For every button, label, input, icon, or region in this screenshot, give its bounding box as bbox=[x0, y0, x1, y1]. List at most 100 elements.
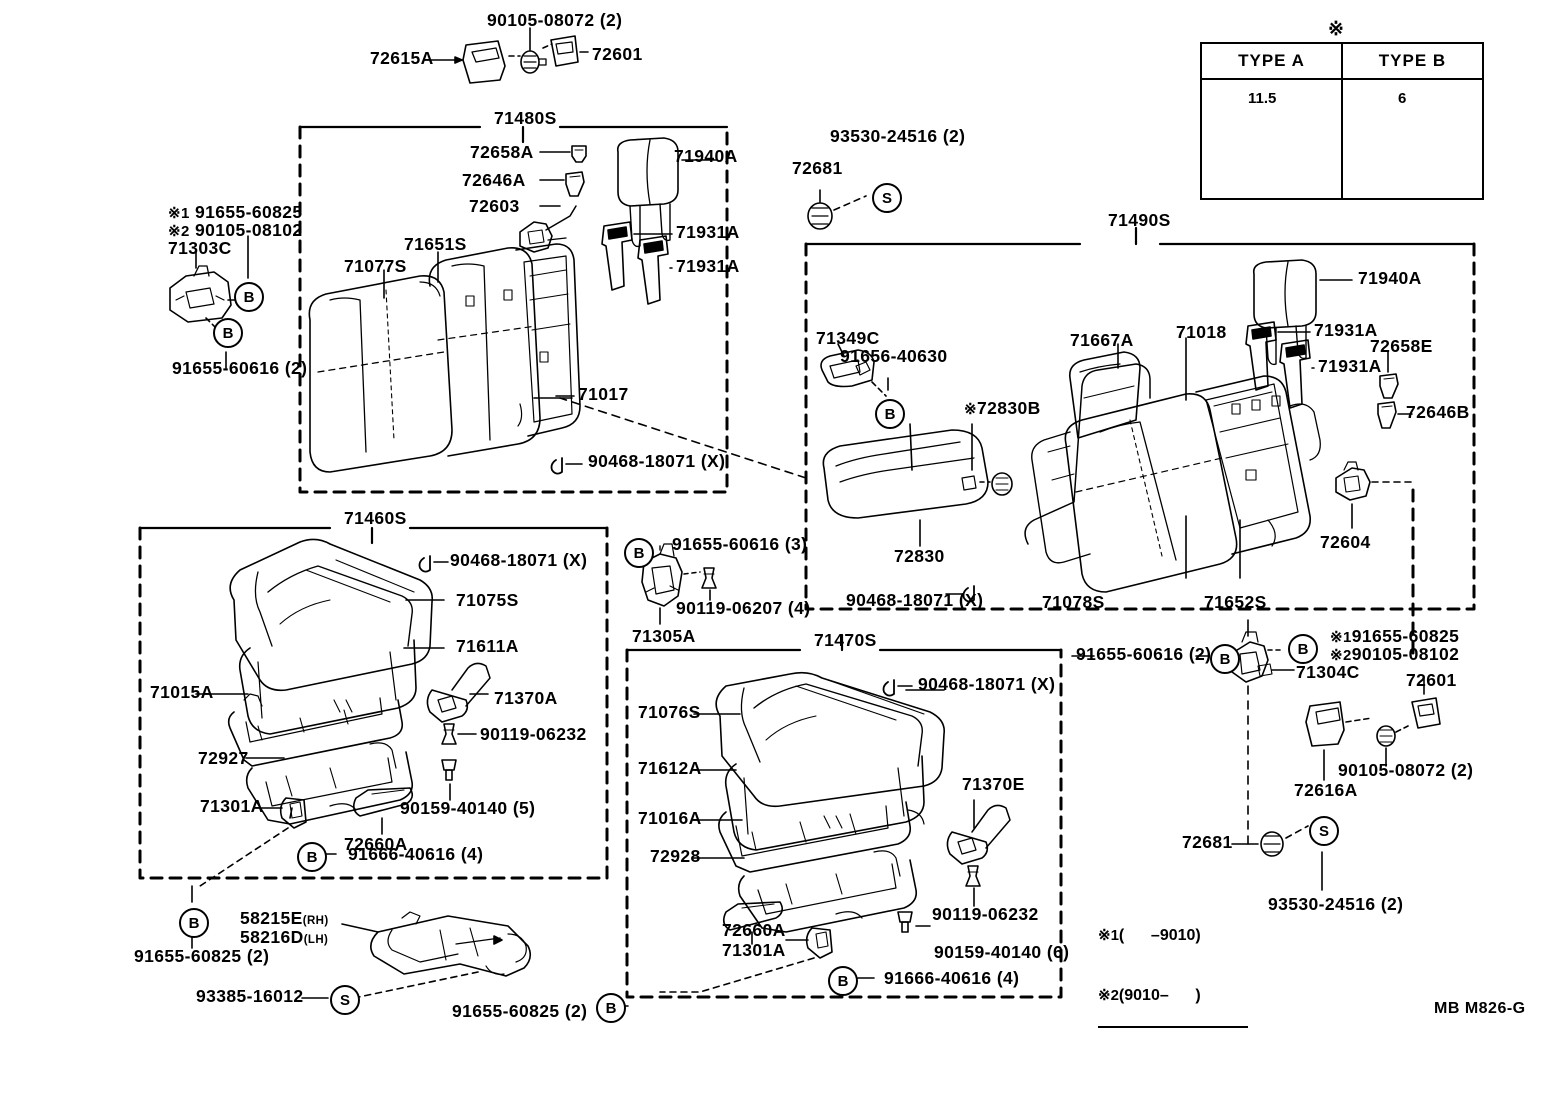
label-93530-24516-top: 93530-24516 (2) bbox=[830, 126, 966, 146]
label-90105-08102-x2b: ※290105-08102 bbox=[1330, 644, 1460, 664]
label-58215E: 58215E(RH) bbox=[240, 909, 329, 928]
part-90119-06207 bbox=[701, 567, 717, 589]
label-71301A-b: 71301A bbox=[722, 940, 786, 960]
part-72646B bbox=[1377, 401, 1397, 429]
type-b-cell bbox=[1343, 80, 1482, 198]
footnote-text: (9010– ) bbox=[1118, 987, 1201, 1004]
label-text: 72830B bbox=[976, 398, 1041, 418]
label-72830: 72830 bbox=[894, 546, 945, 566]
label-71077S: 71077S bbox=[344, 256, 407, 276]
label-72601-low: 72601 bbox=[1406, 670, 1457, 690]
part-71301A-left bbox=[279, 797, 307, 829]
label-72928: 72928 bbox=[650, 846, 701, 866]
label-90119-06207-4: 90119-06207 (4) bbox=[676, 598, 811, 618]
label-72830B: ※72830B bbox=[964, 398, 1041, 418]
label-93385-16012: 93385-16012 bbox=[196, 986, 304, 1006]
mark-asterisk: ※ bbox=[964, 401, 977, 418]
ref-circle-B: B bbox=[179, 908, 209, 938]
ref-circle-S: S bbox=[872, 183, 902, 213]
ref-circle-B: B bbox=[213, 318, 243, 348]
part-90159-40140-left bbox=[441, 759, 457, 781]
group-label-71480S: 71480S bbox=[494, 108, 557, 128]
part-72646A bbox=[565, 171, 585, 197]
label-72604: 72604 bbox=[1320, 532, 1371, 552]
label-72681-top: 72681 bbox=[792, 158, 843, 178]
drawing-code: MB M826-G bbox=[1434, 1000, 1526, 1017]
ref-circle-B: B bbox=[875, 399, 905, 429]
group-label-71470S: 71470S bbox=[814, 630, 877, 650]
type-a-dimension: 11.5 bbox=[1248, 90, 1277, 107]
ref-circle-B: B bbox=[1210, 644, 1240, 674]
part-71304C bbox=[1231, 631, 1273, 683]
part-90468-18071-left bbox=[550, 457, 563, 475]
label-text: 91655-60825 bbox=[194, 202, 303, 222]
label-72658E: 72658E bbox=[1370, 336, 1433, 356]
label-90105-08102-x2: ※2 90105-08102 bbox=[168, 221, 303, 240]
type-table-header: TYPE A TYPE B bbox=[1202, 44, 1482, 80]
label-58216D: 58216D(LH) bbox=[240, 928, 329, 947]
mark-asterisk-2: ※2 bbox=[1330, 647, 1352, 664]
part-72681-top bbox=[807, 202, 833, 230]
part-71931A-right-1 bbox=[1245, 321, 1277, 391]
mark-asterisk-2: ※2 bbox=[168, 223, 190, 240]
label-72927: 72927 bbox=[198, 748, 249, 768]
label-90468-18071-b: 90468-18071 (X) bbox=[846, 590, 984, 610]
label-91655-60616-2a: 91655-60616 (2) bbox=[172, 358, 308, 378]
label-90468-18071-d: 90468-18071 (X) bbox=[918, 674, 1056, 694]
label-72646A: 72646A bbox=[462, 170, 526, 190]
type-table-body bbox=[1202, 80, 1482, 198]
part-71931A-right-2 bbox=[1279, 339, 1311, 409]
ref-circle-B: B bbox=[297, 842, 327, 872]
mark-asterisk-2: ※2 bbox=[1098, 987, 1119, 1004]
group-label-71460S: 71460S bbox=[344, 508, 407, 528]
ref-circle-B: B bbox=[1288, 634, 1318, 664]
type-legend-table: TYPE A TYPE B bbox=[1200, 42, 1484, 200]
part-71305A bbox=[641, 543, 683, 607]
label-93530-24516-low: 93530-24516 (2) bbox=[1268, 894, 1404, 914]
label-91655-60825-x1: ※1 91655-60825 bbox=[168, 202, 303, 222]
label-71611A: 71611A bbox=[456, 636, 519, 656]
label-71931A-left-2: 71931A bbox=[676, 256, 740, 276]
group-box-71460S bbox=[138, 526, 609, 880]
label-91655-60825-x1b: ※191655-60825 bbox=[1330, 627, 1459, 646]
label-71370E: 71370E bbox=[962, 774, 1025, 794]
label-71652S: 71652S bbox=[1204, 592, 1267, 612]
label-71612A: 71612A bbox=[638, 758, 702, 778]
label-91666-40616-4b: 91666-40616 (4) bbox=[884, 968, 1020, 988]
label-71305A: 71305A bbox=[632, 626, 696, 646]
label-90159-40140-6: 90159-40140 (6) bbox=[934, 942, 1070, 962]
footnote-2: ※2(9010– ) bbox=[1098, 986, 1248, 1006]
mark-asterisk-1: ※1 bbox=[168, 205, 190, 222]
part-72601-low bbox=[1411, 697, 1441, 729]
ref-circle-B: B bbox=[828, 966, 858, 996]
part-71940A-right bbox=[1252, 259, 1317, 366]
ref-circle-S: S bbox=[1309, 816, 1339, 846]
part-72830B bbox=[991, 472, 1013, 496]
assembly-71480S-seatback bbox=[308, 243, 581, 473]
footnote-1: ※1( –9010) bbox=[1098, 926, 1248, 946]
label-91656-40630: 91656-40630 bbox=[840, 346, 948, 366]
part-72616A bbox=[1305, 701, 1345, 747]
part-90105-08072-low bbox=[1376, 725, 1396, 747]
label-71075S: 71075S bbox=[456, 590, 519, 610]
label-71017: 71017 bbox=[578, 384, 629, 404]
part-90468-18071-right bbox=[962, 585, 975, 603]
label-71349C: 71349C bbox=[816, 328, 880, 348]
part-72615A bbox=[462, 40, 506, 84]
label-71931A-right-1: 71931A bbox=[1314, 320, 1378, 340]
label-90468-18071-a: 90468-18071 (X) bbox=[588, 451, 726, 471]
label-90468-18071-c: 90468-18071 (X) bbox=[450, 550, 588, 570]
label-suffix-lh: (LH) bbox=[303, 934, 329, 946]
label-71303C: 71303C bbox=[168, 238, 232, 258]
label-72603: 72603 bbox=[469, 196, 520, 216]
part-72604 bbox=[1335, 461, 1371, 501]
label-text: 90105-08102 bbox=[1351, 644, 1460, 664]
label-72660A-a: 72660A bbox=[344, 834, 408, 854]
type-table-marker: ※ bbox=[1328, 19, 1345, 40]
part-71931A-left-1 bbox=[601, 221, 633, 291]
label-91655-60825-2b: 91655-60825 (2) bbox=[452, 1001, 588, 1021]
part-72660A-right bbox=[722, 901, 784, 931]
label-71018: 71018 bbox=[1176, 322, 1227, 342]
label-71076S: 71076S bbox=[638, 702, 701, 722]
